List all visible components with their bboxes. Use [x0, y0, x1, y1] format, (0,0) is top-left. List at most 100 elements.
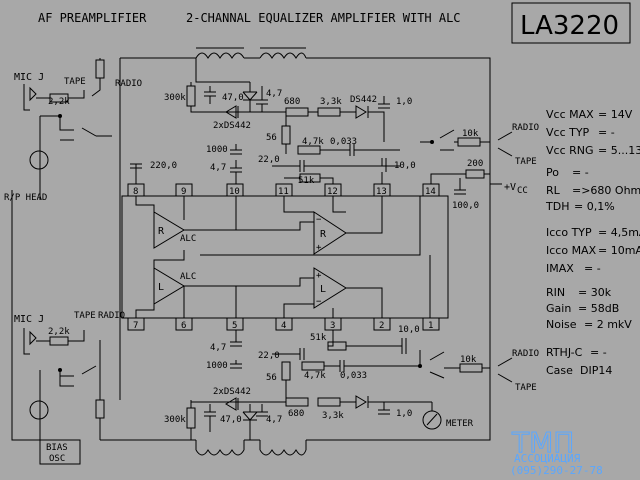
- specs-panel: Vcc MAX = 14V Vcc TYP = - Vcc RNG = 5...…: [545, 108, 640, 377]
- spec-tdh-value: = 0,1%: [574, 200, 615, 213]
- r-300k-bottom-label: 300k: [164, 415, 186, 425]
- r-3k3-top-label: 3,3k: [320, 97, 342, 107]
- svg-text:−: −: [316, 297, 322, 307]
- r-10k-top: [457, 137, 481, 147]
- spec-rthj-value: = -: [590, 346, 607, 359]
- spec-vcc-rng-value: = 5...13V: [598, 144, 640, 157]
- r-51k-top-label: 51k: [298, 176, 315, 186]
- d-2xds442-top-label: 2xDS442: [213, 121, 251, 131]
- bias-osc-box: [39, 439, 81, 465]
- pin-12: 12: [327, 187, 338, 197]
- c-0033-bottom-label: 0,033: [340, 371, 367, 381]
- r-4k7-bottom-label: 4,7k: [304, 371, 326, 381]
- r-10k-top-label: 10k: [462, 129, 479, 139]
- c-1-top-label: 1,0: [396, 97, 412, 107]
- c-10-bottom-label: 10,0: [398, 325, 420, 335]
- radio-bottom-right: RADIO: [512, 349, 539, 359]
- amp-r-main-label: R: [320, 229, 327, 240]
- spec-vcc-typ-label: Vcc TYP: [546, 126, 590, 139]
- r-3k3-bottom-label: 3,3k: [322, 411, 344, 421]
- spec-icco-typ-label: Icco TYP: [546, 226, 592, 239]
- d-ds442-top-label: DS442: [350, 95, 377, 105]
- ic-internals: R ALC L ALC R L −+ +−: [135, 196, 431, 318]
- spec-rin-label: RIN: [546, 286, 565, 299]
- top-pins: 8 9 10 11 12 13 14: [127, 183, 440, 197]
- spec-gain-label: Gain: [546, 302, 571, 315]
- spec-icco-typ-value: = 4,5mA: [598, 226, 640, 239]
- part-number: LA3220: [520, 11, 619, 41]
- rp-head-label: R/P HEAD: [4, 193, 47, 203]
- mic-j-bottom: MIC J: [14, 314, 44, 325]
- pin-6: 6: [181, 321, 186, 331]
- svg-text:+: +: [316, 271, 322, 281]
- c-22-top-label: 22,0: [258, 155, 280, 165]
- r-radio-bottom: [95, 399, 105, 419]
- r-10k-bottom-label: 10k: [460, 355, 477, 365]
- pin-5: 5: [232, 321, 237, 331]
- c-10-top-label: 10,0: [394, 161, 416, 171]
- tape-bottom-left: TAPE: [74, 311, 96, 321]
- amp-r-pre: [153, 211, 185, 249]
- c-1000-bottom-label: 1000: [206, 361, 228, 371]
- c-220-label: 220,0: [150, 161, 177, 171]
- upper-channel: 300k 47,0 4,7 2xDS442 680 3,3k DS442 1,0…: [4, 47, 539, 441]
- osc-label: OSC: [49, 454, 65, 464]
- amp-r-main: [313, 211, 347, 255]
- c-22-bottom-label: 22,0: [258, 351, 280, 361]
- spec-noise-value: = 2 mkV: [584, 318, 632, 331]
- svg-text:−: −: [316, 215, 322, 225]
- watermark-logo-text: ТМП: [511, 426, 574, 459]
- r-56-top: [281, 125, 291, 145]
- pin-7: 7: [133, 321, 138, 331]
- pin-10: 10: [229, 187, 240, 197]
- r-200: [465, 169, 485, 179]
- spec-vcc-max-value: = 14V: [598, 108, 633, 121]
- spec-rl-label: RL: [546, 184, 561, 197]
- r-300k-top-label: 300k: [164, 93, 186, 103]
- r-3k3-bottom: [317, 397, 341, 407]
- c-1-bottom-label: 1,0: [396, 409, 412, 419]
- r-680-top-label: 680: [284, 97, 300, 107]
- vcc-sub: CC: [517, 186, 528, 196]
- c-47-bottom-label: 47,0: [220, 415, 242, 425]
- spec-vcc-max-label: Vcc MAX: [546, 108, 594, 121]
- pin-3: 3: [330, 321, 335, 331]
- r-680-top: [285, 107, 309, 117]
- spec-case-value: DIP14: [580, 364, 612, 377]
- c-47-top-label: 47,0: [222, 93, 244, 103]
- ic-body: [121, 195, 449, 319]
- spec-po-label: Po: [546, 166, 559, 179]
- c-4-7-top-label: 4,7: [266, 89, 282, 99]
- spec-gain-value: = 58dB: [578, 302, 619, 315]
- r-300k-bottom: [186, 407, 196, 429]
- pin-4: 4: [281, 321, 286, 331]
- meter-label: METER: [446, 419, 474, 429]
- watermark-org: АССОЦИАЦИЯ: [514, 452, 581, 465]
- coil-top-2: [259, 52, 307, 59]
- amp-l-pre: [153, 267, 185, 305]
- pin-2: 2: [379, 321, 384, 331]
- r-2k2-bottom-label: 2,2k: [48, 327, 70, 337]
- r-2k2-top-label: 2,2k: [48, 97, 70, 107]
- bottom-pins: 7 6 5 4 2 1: [127, 317, 440, 331]
- spec-tdh-label: TDH: [545, 200, 569, 213]
- c-4-7-bottom-label: 4,7: [266, 415, 282, 425]
- r-200-label: 200: [467, 159, 483, 169]
- r-4k7-top: [297, 145, 321, 155]
- watermark-phone: (095)290-27-78: [510, 464, 603, 477]
- pin-13: 13: [376, 187, 387, 197]
- spec-icco-max-label: Icco MAX: [546, 244, 597, 257]
- d-2xds442-bottom-label: 2xDS442: [213, 387, 251, 397]
- pin-8: 8: [133, 187, 138, 197]
- spec-noise-label: Noise: [546, 318, 577, 331]
- r-680-bottom: [285, 397, 309, 407]
- mic-j-top: MIC J: [14, 72, 44, 83]
- c-100-label: 100,0: [452, 201, 479, 211]
- spec-imax-label: IMAX: [546, 262, 574, 275]
- coil-bottom-1: [195, 449, 245, 456]
- spec-case-label: Case: [546, 364, 573, 377]
- c-1000-top-label: 1000: [206, 145, 228, 155]
- spec-vcc-typ-value: = -: [598, 126, 615, 139]
- r-300k-top: [186, 85, 196, 107]
